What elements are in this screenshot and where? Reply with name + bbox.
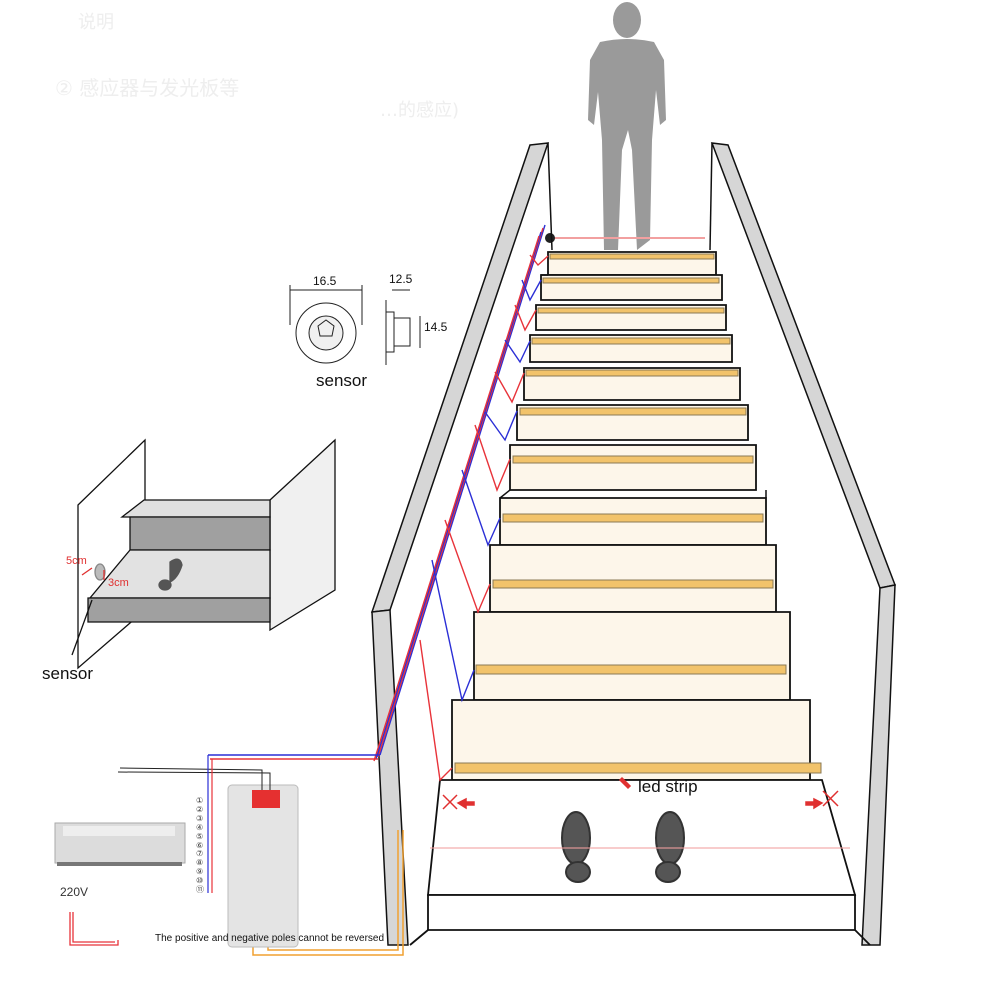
sensor-width-dimension: 16.5 — [313, 274, 337, 288]
offset-height-label: 3cm — [108, 577, 129, 589]
channel-wires — [207, 755, 213, 893]
controller-box — [117, 767, 299, 948]
right-handrail — [710, 142, 897, 946]
rail-wires — [208, 224, 549, 782]
channel-9: ⑨ — [196, 867, 204, 877]
sensor-spec-label: sensor — [316, 371, 368, 390]
polarity-warning: The positive and negative poles cannot b… — [155, 933, 385, 944]
faint-heading-2: ② 感应器与发光板等 — [55, 76, 240, 100]
mount-sensor-label: sensor — [42, 664, 94, 683]
power-supply — [54, 822, 186, 946]
person-silhouette-icon — [588, 2, 666, 250]
channel-1: ① — [196, 796, 204, 805]
channel-8: ⑧ — [196, 858, 204, 868]
mount-detail-drawing — [71, 438, 336, 670]
led-strip-label: led strip — [638, 777, 698, 796]
faint-heading-3: …的感应) — [380, 100, 460, 121]
sensor-spec-drawing — [289, 285, 421, 365]
channel-2: ② — [196, 804, 204, 814]
channel-11: ⑪ — [196, 885, 204, 895]
sensor-range-marks — [442, 776, 839, 810]
channel-7: ⑦ — [196, 849, 204, 859]
channel-6: ⑥ — [196, 840, 204, 850]
channel-labels: ① ② ③ ④ ⑤ ⑥ ⑦ ⑧ ⑨ ⑩ ⑪ — [196, 796, 210, 895]
top-sensor-icon — [545, 233, 555, 243]
led-strips — [454, 253, 822, 774]
faint-heading-1: 说明 — [78, 12, 114, 33]
sensor-height-dimension: 14.5 — [424, 320, 448, 334]
voltage-label: 220V — [60, 885, 89, 899]
channel-10: ⑩ — [196, 876, 204, 886]
offset-side-label: 5cm — [66, 555, 87, 567]
channel-4: ④ — [196, 822, 204, 832]
sensor-depth-dimension: 12.5 — [389, 272, 413, 286]
channel-5: ⑤ — [196, 831, 204, 841]
footprints-icon — [561, 811, 685, 883]
channel-3: ③ — [196, 813, 204, 823]
left-handrail — [370, 142, 550, 946]
